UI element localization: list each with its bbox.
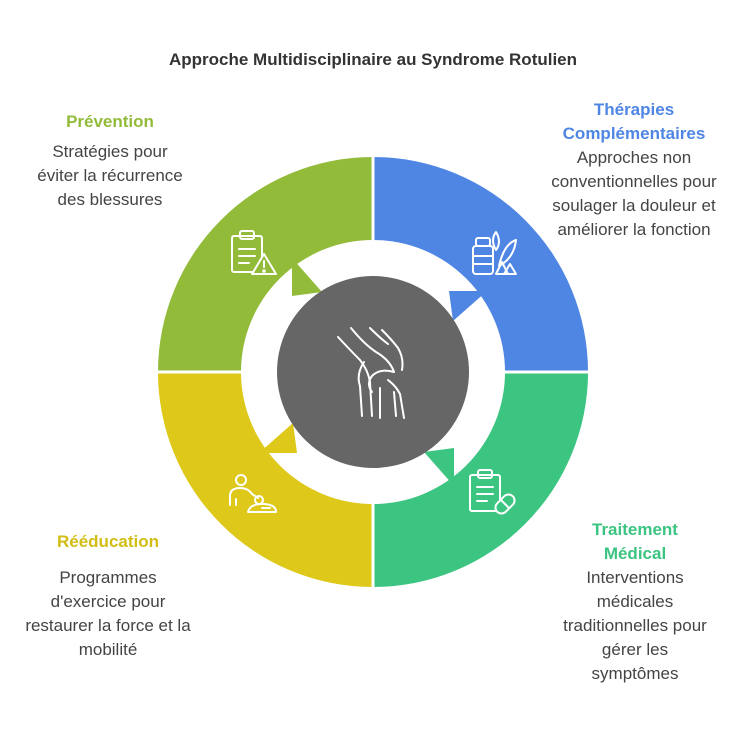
arrow-therapies	[449, 291, 487, 321]
therapist-patient-icon	[229, 474, 277, 513]
arrow-prevention	[292, 258, 322, 296]
knee-joint-icon	[337, 327, 405, 419]
medicine-herbs-icon	[472, 231, 517, 275]
heading-therapies: Thérapies Complémentaires	[562, 100, 706, 143]
heading-traitement: Traitement Médical	[592, 520, 678, 563]
description-traitement: Interventions médicales traditionnelles …	[563, 568, 707, 683]
description-therapies: Approches non conventionnelles pour soul…	[551, 148, 717, 239]
section-therapies: Thérapies Complémentaires Approches non …	[534, 98, 734, 242]
center-circle	[277, 276, 469, 468]
section-prevention: Prévention Stratégies pour éviter la réc…	[10, 110, 210, 212]
section-traitement: Traitement Médical Interventions médical…	[535, 518, 735, 686]
heading-reeducation: Rééducation	[56, 532, 160, 551]
heading-prevention: Prévention	[66, 112, 154, 131]
description-reeducation: Programmes d'exercice pour restaurer la …	[25, 568, 191, 659]
arrow-traitement	[424, 448, 454, 486]
section-reeducation: Rééducation Programmes d'exercice pour r…	[8, 530, 208, 662]
diagram-title: Approche Multidisciplinaire au Syndrome …	[168, 50, 578, 69]
arrow-reeducation	[259, 423, 297, 453]
description-prevention: Stratégies pour éviter la récurrence des…	[37, 142, 183, 209]
clipboard-warning-icon	[231, 230, 277, 275]
clipboard-pill-icon	[469, 469, 516, 515]
